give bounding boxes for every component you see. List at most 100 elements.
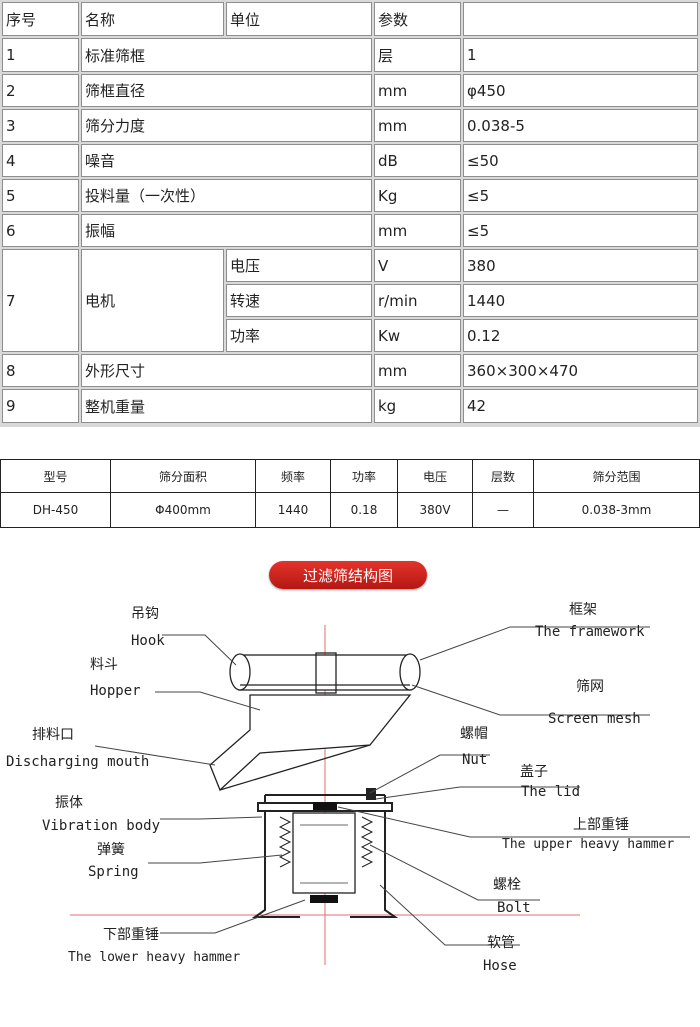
row-name: 振幅 — [81, 214, 372, 247]
row-no: 3 — [2, 109, 79, 142]
row-value: 360×300×470 — [463, 354, 698, 387]
model-header: 筛分范围 — [533, 459, 700, 493]
upper-hammer-shape — [313, 802, 337, 810]
label-vibration-en: Vibration body — [42, 818, 161, 834]
model-table: 型号 筛分面积 频率 功率 电压 层数 筛分范围 DH-450 Φ400mm 1… — [0, 459, 700, 529]
sieve-drawing — [70, 625, 690, 965]
model-header: 型号 — [0, 459, 111, 493]
model-header: 层数 — [472, 459, 534, 493]
row-unit: dB — [374, 144, 461, 177]
label-lid-en: The lid — [521, 784, 581, 800]
label-frame-en: The framework — [535, 624, 645, 640]
row-value: ≤5 — [463, 179, 698, 212]
hopper-shape — [209, 694, 412, 792]
row-unit: 层 — [374, 38, 461, 72]
row-value: ≤50 — [463, 144, 698, 177]
label-upper-hammer-en: The upper heavy hammer — [502, 837, 675, 852]
row-no: 8 — [2, 354, 79, 387]
model-cell: 0.038-3mm — [533, 492, 700, 528]
label-discharge-en: Discharging mouth — [6, 754, 150, 770]
row-unit: mm — [374, 214, 461, 247]
row-name: 投料量（一次性） — [81, 179, 372, 212]
model-cell: 380V — [397, 492, 473, 528]
row-unit: mm — [374, 109, 461, 142]
leader-lines — [94, 626, 690, 946]
framework-shape — [229, 652, 421, 694]
header-blank — [463, 2, 698, 36]
header-param: 参数 — [374, 2, 461, 36]
header-unit: 单位 — [226, 2, 372, 36]
row-value: 42 — [463, 389, 698, 423]
label-vibration-zh: 振体 — [55, 795, 83, 811]
model-header: 筛分面积 — [110, 459, 256, 493]
label-nut-zh: 螺帽 — [460, 726, 488, 742]
label-lid-zh: 盖子 — [520, 764, 548, 780]
motor-shape — [292, 812, 356, 894]
row-unit: mm — [374, 74, 461, 107]
row-no: 4 — [2, 144, 79, 177]
lower-hammer-shape — [310, 895, 338, 903]
row-unit: mm — [374, 354, 461, 387]
motor-sub-unit: r/min — [374, 284, 461, 317]
row-name: 筛分力度 — [81, 109, 372, 142]
label-lower-hammer-en: The lower heavy hammer — [68, 950, 241, 965]
model-header: 功率 — [330, 459, 398, 493]
label-mesh-zh: 筛网 — [576, 679, 604, 695]
motor-sub-name: 功率 — [226, 319, 372, 352]
model-cell: 1440 — [255, 492, 331, 528]
springs — [278, 816, 374, 868]
label-hook-en: Hook — [131, 633, 165, 649]
motor-sub-name: 电压 — [226, 249, 372, 282]
label-lower-hammer-zh: 下部重锤 — [103, 927, 159, 943]
label-nut-en: Nut — [462, 752, 488, 768]
diagram-title: 过滤筛结构图 — [269, 561, 427, 589]
label-hose-zh: 软管 — [487, 935, 515, 951]
row-name: 标准筛框 — [81, 38, 372, 72]
label-discharge-zh: 排料口 — [32, 727, 74, 743]
motor-sub-unit: V — [374, 249, 461, 282]
label-spring-zh: 弹簧 — [97, 842, 125, 858]
row-value: ≤5 — [463, 214, 698, 247]
label-bolt-zh: 螺栓 — [493, 877, 521, 893]
row-unit: kg — [374, 389, 461, 423]
spec-table: 序号 名称 单位 参数 1 标准筛框 层 1 2 筛框直径 mm φ450 3 … — [0, 0, 700, 427]
row-no: 6 — [2, 214, 79, 247]
structure-diagram: 过滤筛结构图 — [0, 555, 700, 1027]
motor-sub-value: 1440 — [463, 284, 698, 317]
row-no: 2 — [2, 74, 79, 107]
row-value: 0.038-5 — [463, 109, 698, 142]
model-cell: DH-450 — [0, 492, 111, 528]
model-cell: — — [472, 492, 534, 528]
motor-sub-value: 0.12 — [463, 319, 698, 352]
model-cell: 0.18 — [330, 492, 398, 528]
row-no: 7 — [2, 249, 79, 352]
label-spring-en: Spring — [88, 864, 139, 880]
motor-sub-name: 转速 — [226, 284, 372, 317]
label-mesh-en: Screen mesh — [548, 711, 641, 727]
row-no: 9 — [2, 389, 79, 423]
model-header: 电压 — [397, 459, 473, 493]
row-no: 1 — [2, 38, 79, 72]
motor-sub-value: 380 — [463, 249, 698, 282]
label-upper-hammer-zh: 上部重锤 — [573, 817, 629, 833]
row-unit: Kg — [374, 179, 461, 212]
label-hook-zh: 吊钩 — [131, 606, 159, 622]
row-name: 电机 — [81, 249, 224, 352]
row-value: φ450 — [463, 74, 698, 107]
header-name: 名称 — [81, 2, 224, 36]
row-name: 筛框直径 — [81, 74, 372, 107]
row-name: 外形尺寸 — [81, 354, 372, 387]
row-name: 整机重量 — [81, 389, 372, 423]
row-name: 噪音 — [81, 144, 372, 177]
nut-shape — [366, 788, 376, 800]
label-bolt-en: Bolt — [497, 900, 531, 916]
label-hopper-en: Hopper — [90, 683, 141, 699]
header-no: 序号 — [2, 2, 79, 36]
label-frame-zh: 框架 — [569, 602, 597, 618]
model-cell: Φ400mm — [110, 492, 256, 528]
row-no: 5 — [2, 179, 79, 212]
label-hopper-zh: 料斗 — [90, 657, 118, 673]
row-value: 1 — [463, 38, 698, 72]
model-header: 频率 — [255, 459, 331, 493]
label-hose-en: Hose — [483, 958, 517, 974]
